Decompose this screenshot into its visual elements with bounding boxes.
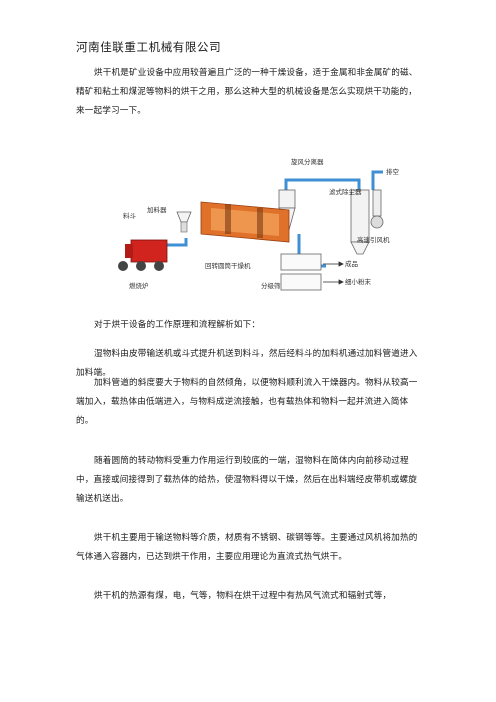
label-product: 成品	[345, 259, 358, 268]
paragraph-usage: 烘干机主要用于输送物料等介质，材质有不锈钢、碳钢等等。主要通过风机将加热的气体通…	[76, 533, 418, 562]
bag-filter	[350, 189, 370, 255]
label-fines: 细小粉末	[345, 277, 372, 286]
output-arrows	[323, 261, 344, 285]
label-feeder: 加料器	[147, 205, 167, 214]
classifier	[280, 253, 322, 291]
rotary-drum	[200, 201, 290, 243]
paragraph-feeding: 湿物料由皮带输送机或斗式提升机送到料斗，然后经料斗的加料机通过加料管道进入加料端…	[76, 349, 418, 378]
dryer-process-diagram: 旋风分离器 滤式除尘器 排空 高速引风机 回转圆筒干燥机 料斗 加料器	[111, 150, 401, 310]
label-fan: 高速引风机	[357, 235, 390, 244]
paragraph-drum-rotation: 随着圆筒的转动物料受重力作用运行到较底的一端，湿物料在简体内向前移动过程中，直接…	[76, 456, 418, 504]
paragraph-heat-source: 烘干机的热源有煤，电，气等，物料在烘干过程中有热风气流式和辐射式等，	[94, 591, 392, 601]
support-wheels	[118, 261, 164, 271]
label-cyclone: 旋风分离器	[291, 157, 324, 166]
label-classifier: 分级筛	[261, 281, 281, 290]
paragraph-principle: 对于烘干设备的工作原理和流程解析如下：	[94, 320, 261, 330]
label-feed: 料斗	[123, 211, 137, 220]
combustion-furnace	[125, 239, 168, 263]
label-exhaust: 排空	[386, 167, 400, 176]
label-furnace: 燃烧炉	[129, 281, 149, 290]
paragraph-intro: 烘干机是矿业设备中应用较普遍且广泛的一种干燥设备，适于金属和非金属矿的磁、精矿和…	[76, 68, 418, 116]
induced-fan	[370, 189, 384, 229]
feeder	[176, 211, 192, 233]
label-bag-filter: 滤式除尘器	[329, 187, 362, 196]
paragraph-slope: 加料管道的斜度要大于物料的自然倾角，以便物料顺利流入干燥器内。物料从较高一端加入…	[76, 378, 418, 426]
company-name: 河南佳联重工机械有限公司	[76, 40, 222, 54]
label-dryer: 回转圆筒干燥机	[205, 261, 251, 270]
